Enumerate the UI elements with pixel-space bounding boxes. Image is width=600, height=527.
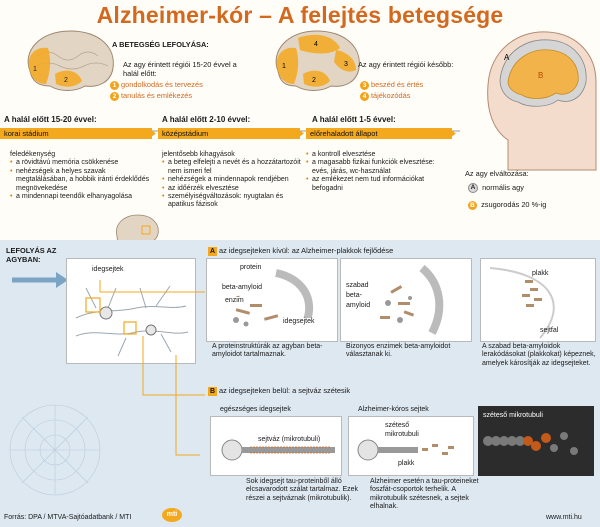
stage-1-arrow-tip [148, 128, 156, 139]
neuron-panel [66, 258, 196, 364]
panel-b1-drawing [221, 439, 335, 461]
region-2-label: 2 [64, 77, 68, 84]
stage-3-arrow-tip [448, 128, 456, 139]
panel-a2-drawing [380, 264, 444, 335]
panel-b2-drawing [357, 439, 454, 461]
footer-url[interactable]: www.mti.hu [546, 514, 582, 521]
label-plaque: plakk [532, 270, 549, 277]
stage-3-symptom: az emlékezet nem tud információkat befog… [306, 176, 448, 193]
neuron-drawing [75, 285, 189, 357]
brain-change-shrink: B zsugorodás 20 %-ig [468, 200, 546, 210]
label-neurons: idegsejtek [283, 318, 315, 327]
region-3-late: 3 [344, 61, 348, 68]
region-2-late: 2 [312, 77, 316, 84]
label-disintegrating-mt2: széteső mikrotubuli [483, 412, 543, 419]
panel-a2 [340, 258, 472, 342]
label-alz-cells: Alzheimer-kóros sejtek [358, 406, 429, 413]
stage-3-timing: A halál előtt 1-5 évvel: [312, 115, 396, 124]
stage-2-symptoms: jelentősebb kihagyások a beteg elfelejti… [162, 151, 302, 210]
label-microtubule: sejtváz (mikrotubuli) [258, 436, 321, 445]
label-healthy-neurons: egészséges idegsejtek [220, 406, 291, 413]
brain-change-heading: Az agy elváltozása: [465, 169, 529, 178]
label-free-amyloid: amyloid [346, 302, 371, 309]
brain-change-normal: A normális agy [468, 183, 524, 194]
head-label-b: B [538, 71, 543, 80]
label-protein: protein [240, 264, 262, 273]
stage-1-symptom: a rövidtávú memória csökkenése [10, 159, 158, 168]
caption-a3: A szabad beta-amyloidok lerakódásokat (p… [482, 343, 596, 367]
stage-1-symptom: feledékenység [10, 151, 56, 158]
stage-1-timing: A halál előtt 15-20 évvel: [4, 115, 97, 124]
stage-3-symptom: a magasabb fizikai funkciók elvesztése: … [306, 159, 448, 176]
stage-1-symptom: a mindennapi teendők elhanyagolása [10, 193, 158, 202]
stage-1-symptoms: feledékenység a rövidtávú memória csökke… [10, 151, 158, 202]
caption-b1: Sok idegsejt tau-proteinből álló elcsava… [246, 478, 359, 502]
label-enzyme: enzim [225, 297, 244, 306]
caption-a2: Bizonyos enzimek beta-amyloidot választa… [346, 343, 451, 359]
brain-course-arrow [12, 272, 68, 288]
stage-3-bar: előrehaladott állapot [306, 128, 452, 139]
region-1-late: 1 [282, 63, 286, 70]
stage-2-arrow-tip [296, 128, 304, 139]
neuron-panel-label: idegsejtek [92, 266, 124, 273]
label-plaque-b: plakk [398, 460, 415, 469]
head-label-a: A [504, 53, 510, 62]
progression-heading: A BETEGSÉG LEFOLYÁSA: [112, 40, 209, 49]
connector-lines [99, 280, 205, 456]
label-beta-amyloid: beta-amyloid [222, 284, 263, 293]
brain-early-illustration: 1 2 [27, 30, 114, 91]
footer-source: Forrás: DPA / MTVA-Sajtóadatbank / MTI [4, 514, 132, 521]
head-profile-illustration: A B [487, 31, 597, 171]
mti-logo: mti [162, 508, 182, 522]
caption-a1: A proteinstruktúrák az agyban beta-amylo… [212, 343, 323, 359]
stage-3-symptom: a kontroll elvesztése [306, 151, 448, 160]
label-free-beta: beta- [346, 292, 362, 299]
label-cell-wall: sejtfal [540, 327, 559, 334]
stage-1-symptom: nehézségek a helyes szavak megtalálásába… [10, 168, 158, 193]
panel-b3-drawing [483, 432, 578, 455]
panel-b1 [210, 416, 342, 476]
label-free: szabad [346, 282, 369, 289]
stage-1-bar: korai stádium [0, 128, 152, 139]
stage-2-symptom: nehézségek a mindennapok rendjében [162, 176, 302, 185]
stage-2-symptom: személyiségváltozások: nyugtalan és apat… [162, 193, 302, 210]
caption-b2: Alzheimer esetén a tau-proteineket foszf… [370, 478, 479, 511]
label-disintegrating: széteső [385, 422, 410, 431]
brain-course-heading: LEFOLYÁS AZ AGYBAN: [6, 246, 57, 264]
early-regions-intro: Az agy érintett régiói 15-20 évvel a hal… [123, 60, 237, 78]
stage-2-symptom: az időérzék elvesztése [162, 185, 302, 194]
late-regions-intro: Az agy érintett régiói később: [358, 60, 454, 69]
panel-a3-drawing [489, 267, 555, 339]
stage-2-symptom: a beteg elfelejti a nevét és a hozzátart… [162, 159, 302, 176]
region-4-late: 4 [314, 41, 318, 48]
region-1-label: 1 [33, 66, 37, 73]
stage-3-symptoms: a kontroll elvesztése a magasabb fizikai… [306, 151, 448, 193]
label-disintegrating-mt: mikrotubuli [385, 431, 419, 440]
stage-2-symptom: jelentősebb kihagyások [162, 151, 235, 158]
brain-late-illustration: 1 4 3 2 [275, 30, 360, 91]
stage-2-bar: középstádium [158, 128, 300, 139]
stage-2-timing: A halál előtt 2-10 évvel: [162, 115, 251, 124]
page-title: Alzheimer-kór – A felejtés betegsége [96, 2, 504, 28]
